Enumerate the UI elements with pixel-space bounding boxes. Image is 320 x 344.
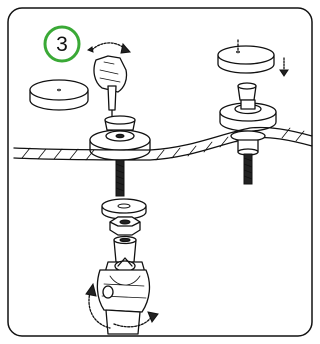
- right-hinge-cap: [217, 39, 275, 74]
- rotate-clockwise-arrow-icon: [113, 311, 159, 328]
- left-nut: [109, 216, 141, 236]
- hand-holding-wrench: [96, 269, 151, 335]
- right-underside-fittings: [230, 130, 266, 185]
- left-hinge-cap: [29, 79, 89, 111]
- left-bolt: [115, 159, 125, 197]
- step-badge-ring: [43, 25, 81, 63]
- step-number: 3: [56, 33, 68, 56]
- step-badge: 3: [43, 25, 81, 63]
- rotate-counterclockwise-arrow-icon: [85, 282, 111, 329]
- right-hinge-base: [219, 82, 277, 132]
- hand-with-screwdriver: [86, 42, 132, 125]
- left-washer: [101, 198, 147, 220]
- push-down-arrow-icon: [279, 57, 289, 77]
